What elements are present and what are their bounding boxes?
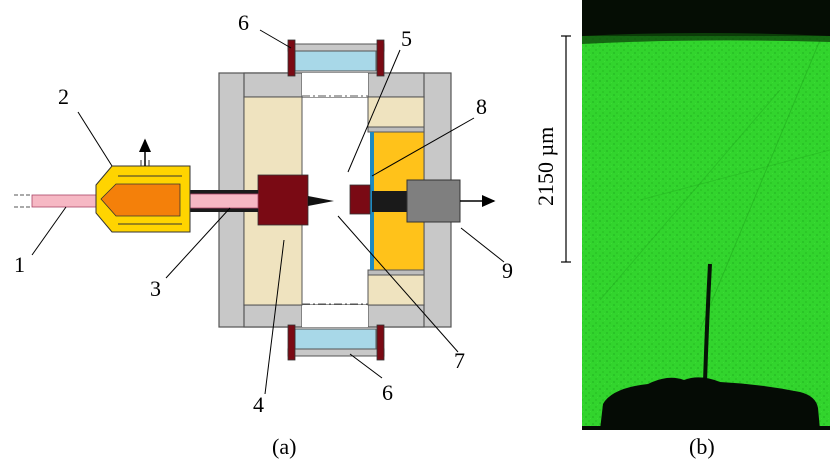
detector-box xyxy=(406,179,461,223)
label-5: 5 xyxy=(401,26,412,51)
fiber-line xyxy=(14,190,259,212)
insulator-right xyxy=(367,96,425,306)
window-bottom xyxy=(287,324,385,361)
small-electrode xyxy=(349,184,371,215)
nozzle xyxy=(95,138,191,233)
label-8: 8 xyxy=(476,94,487,119)
label-6-top: 6 xyxy=(238,10,249,35)
microscope-image xyxy=(582,0,830,430)
main-electrode xyxy=(257,174,309,226)
label-2: 2 xyxy=(58,84,69,109)
window-top xyxy=(287,39,385,77)
scale-bar xyxy=(561,35,571,263)
label-3: 3 xyxy=(150,276,161,301)
label-9: 9 xyxy=(502,258,513,283)
label-4: 4 xyxy=(253,392,264,417)
caption-b: (b) xyxy=(689,434,715,459)
label-6-bottom: 6 xyxy=(382,380,393,405)
needle-tip xyxy=(308,196,334,206)
leader-lines xyxy=(31,29,505,395)
label-1: 1 xyxy=(14,252,25,277)
caption-a: (a) xyxy=(272,434,296,459)
scale-label: 2150 µm xyxy=(533,127,558,206)
panel-a-schematic: 1 2 3 4 5 6 6 7 8 9 (a) xyxy=(14,10,513,459)
label-7: 7 xyxy=(454,348,465,373)
panel-b-image: 2150 µm (b) xyxy=(533,0,830,459)
